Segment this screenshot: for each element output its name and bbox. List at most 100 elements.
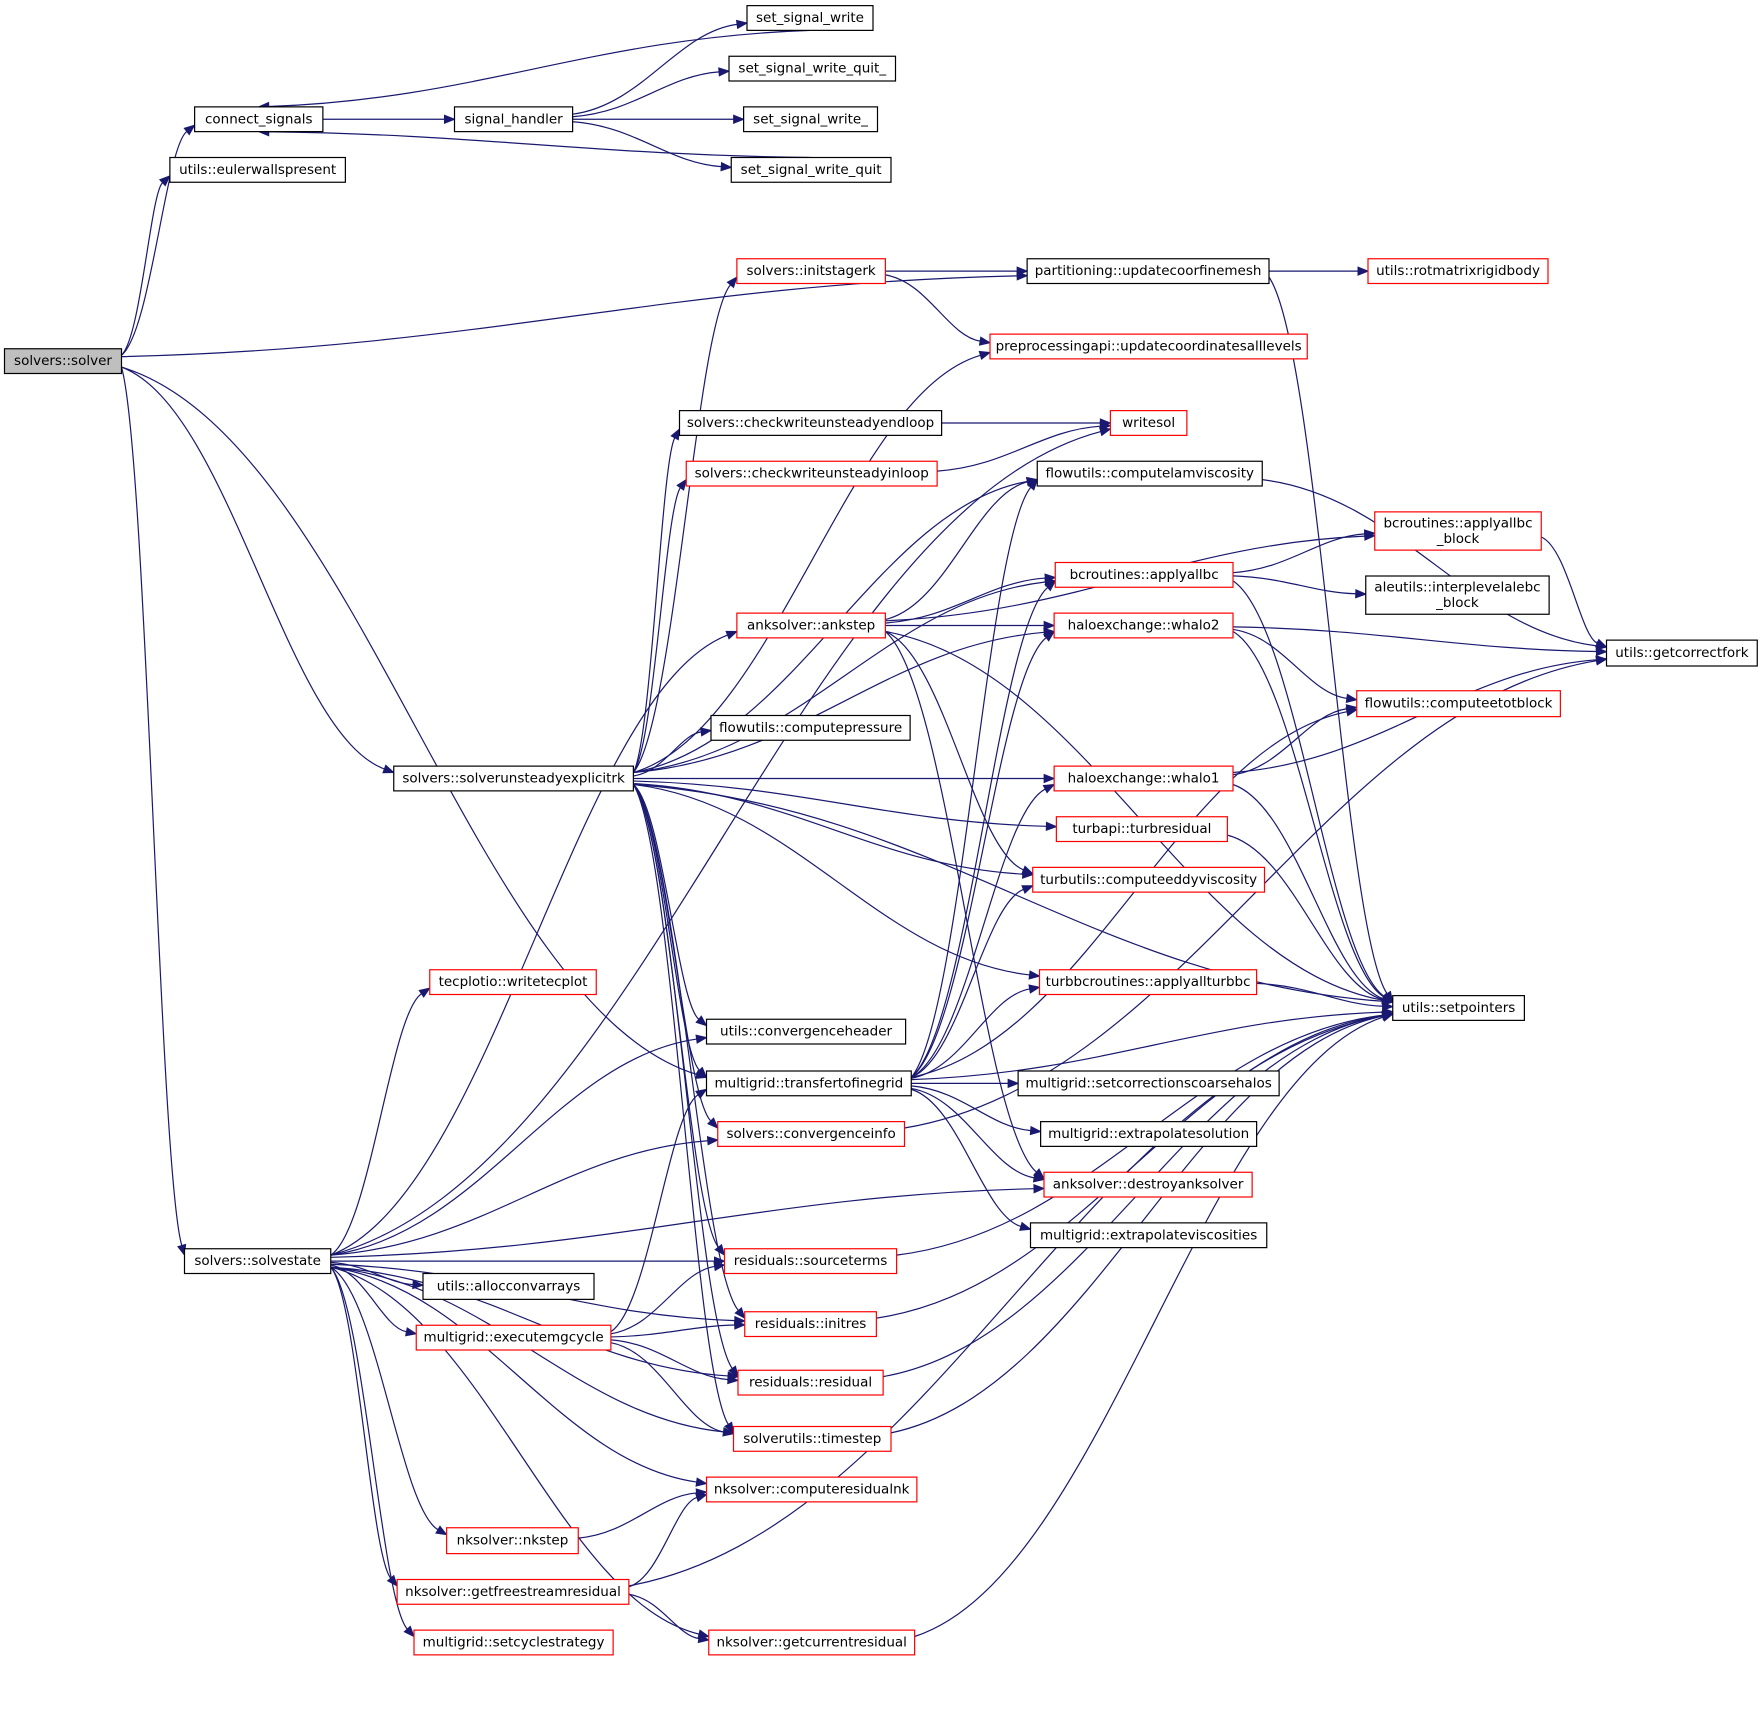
graph-node-ankstep[interactable]: anksolver::ankstep: [736, 612, 886, 639]
graph-node-computeresidualnk[interactable]: nksolver::computeresidualnk: [705, 1476, 918, 1503]
graph-node-executemgcycle[interactable]: multigrid::executemgcycle: [415, 1324, 612, 1351]
edge-line: [610, 1094, 699, 1333]
graph-node-eulerwallspresent[interactable]: utils::eulerwallspresent: [169, 156, 346, 183]
arrowhead-icon: [1594, 638, 1608, 648]
graph-node-extrapolateviscosities[interactable]: multigrid::extrapolateviscosities: [1029, 1222, 1268, 1249]
node-box: [685, 460, 938, 487]
graph-node-set-signal-write-quit-[interactable]: set_signal_write_quit_: [728, 55, 897, 82]
node-box: [1053, 612, 1234, 639]
graph-node-set-signal-write-[interactable]: set_signal_write_: [743, 106, 879, 133]
graph-node-convergenceinfo[interactable]: solvers::convergenceinfo: [717, 1121, 906, 1147]
node-box: [705, 1476, 918, 1503]
graph-node-getcurrentresidual[interactable]: nksolver::getcurrentresidual: [708, 1629, 916, 1656]
graph-node-transfertofinegrid[interactable]: multigrid::transfertofinegrid: [705, 1070, 912, 1097]
graph-node-allocconvarrays[interactable]: utils::allocconvarrays: [422, 1272, 595, 1300]
edge-line: [633, 731, 702, 777]
edge-line: [632, 784, 739, 1311]
arrowhead-icon: [725, 630, 739, 640]
graph-node-sourceterms[interactable]: residuals::sourceterms: [723, 1248, 898, 1275]
graph-node-connect-signals[interactable]: connect_signals: [194, 106, 324, 133]
graph-node-extrapolatesolution[interactable]: multigrid::extrapolatesolution: [1040, 1121, 1258, 1147]
graph-node-applyallturbbc[interactable]: turbbcroutines::applyallturbbc: [1038, 969, 1258, 996]
graph-node-computeeddyviscosity[interactable]: turbutils::computeeddyviscosity: [1032, 866, 1266, 893]
edge-line: [911, 1085, 1031, 1132]
graph-node-computelamviscosity[interactable]: flowutils::computelamviscosity: [1036, 460, 1263, 487]
graph-node-timestep[interactable]: solverutils::timestep: [732, 1425, 892, 1452]
graph-node-nkstep[interactable]: nksolver::nkstep: [446, 1527, 579, 1555]
graph-node-set-signal-write[interactable]: set_signal_write: [746, 5, 874, 31]
graph-node-destroyanksolver[interactable]: anksolver::destroyanksolver: [1043, 1171, 1253, 1198]
edge-transfertofinegrid-to-applyallbc: [910, 579, 1057, 1078]
graph-node-setcorrectionscoarsehalos[interactable]: multigrid::setcorrectionscoarsehalos: [1017, 1070, 1280, 1097]
graph-node-checkwriteunsteadyinloop[interactable]: solvers::checkwriteunsteadyinloop: [685, 460, 938, 487]
edge-line: [633, 783, 1383, 1002]
graph-node-solverunsteadyexplicitrk[interactable]: solvers::solverunsteadyexplicitrk: [393, 765, 634, 792]
arrowhead-icon: [412, 1279, 425, 1290]
arrowhead-icon: [1021, 885, 1035, 895]
graph-node-setpointers[interactable]: utils::setpointers: [1392, 995, 1525, 1021]
edge-line: [121, 182, 164, 356]
node-box: [1356, 690, 1561, 718]
graph-node-residual[interactable]: residuals::residual: [737, 1369, 884, 1396]
graph-node-computepressure[interactable]: flowutils::computepressure: [710, 714, 911, 741]
graph-node-getfreestreamresidual[interactable]: nksolver::getfreestreamresidual: [396, 1578, 630, 1605]
edge-solvestate-to-destroyanksolver: [330, 1183, 1046, 1258]
arrowhead-icon: [1016, 266, 1029, 276]
graph-node-initstagerk[interactable]: solvers::initstagerk: [736, 258, 886, 285]
graph-node-solvestate[interactable]: solvers::solvestate: [183, 1248, 332, 1275]
node-label: turbbcroutines::applyallturbbc: [1046, 974, 1251, 990]
edge-line: [610, 1324, 735, 1338]
graph-node-whalo1[interactable]: haloexchange::whalo1: [1053, 765, 1234, 792]
edge-transfertofinegrid-to-setcorrectionscoarsehalos: [911, 1078, 1020, 1089]
node-label: multigrid::executemgcycle: [423, 1330, 603, 1346]
edge-signal-handler-to-set-signal-write: [572, 19, 749, 115]
edge-signal-handler-to-set-signal-write-quit-: [572, 67, 731, 118]
arrowhead-icon: [1345, 707, 1359, 717]
edge-computelamviscosity-to-getcorrectfork: [1262, 479, 1608, 651]
graph-node-updatecoordinatesalllevels[interactable]: preprocessingapi::updatecoordinatesallle…: [989, 333, 1308, 360]
graph-node-checkwriteunsteadyendloop[interactable]: solvers::checkwriteunsteadyendloop: [678, 410, 943, 436]
edge-solverunsteadyexplicitrk-to-residual: [632, 784, 739, 1378]
graph-node-turbresidual[interactable]: turbapi::turbresidual: [1055, 816, 1228, 843]
node-box: [728, 55, 897, 82]
graph-node-getcorrectfork[interactable]: utils::getcorrectfork: [1605, 639, 1758, 667]
edge-solverunsteadyexplicitrk-to-setpointers: [633, 783, 1395, 1006]
graph-node-applyallbc-block[interactable]: bcroutines::applyallbc_block: [1374, 511, 1542, 551]
edge-line: [1268, 276, 1388, 995]
node-box: [723, 1248, 898, 1275]
graph-node-computeetotblock[interactable]: flowutils::computeetotblock: [1356, 690, 1561, 718]
edge-applyallbc-block-to-getcorrectfork: [1540, 536, 1608, 648]
graph-node-initres[interactable]: residuals::initres: [744, 1311, 877, 1338]
node-label: solvers::initstagerk: [747, 263, 876, 279]
node-box: [1605, 639, 1758, 667]
graph-node-whalo2[interactable]: haloexchange::whalo2: [1053, 612, 1234, 639]
graph-node-interplevelalebc-block[interactable]: aleutils::interplevelalebc_block: [1365, 575, 1550, 615]
graph-node-writetecplot[interactable]: tecplotio::writetecplot: [429, 969, 597, 996]
graph-node-applyallbc[interactable]: bcroutines::applyallbc: [1054, 561, 1234, 588]
edge-line: [572, 23, 738, 115]
graph-node-writesol[interactable]: writesol: [1109, 410, 1188, 436]
arrowhead-icon: [1044, 579, 1057, 592]
edge-line: [911, 711, 1348, 1078]
graph-node-convergenceheader[interactable]: utils::convergenceheader: [705, 1018, 907, 1045]
graph-node-solver[interactable]: solvers::solver: [3, 348, 123, 375]
node-label: solvers::checkwriteunsteadyendloop: [687, 415, 934, 431]
edge-line: [572, 121, 722, 168]
node-box: [415, 1324, 612, 1351]
edge-solverunsteadyexplicitrk-to-checkwriteunsteadyinloop: [632, 478, 688, 773]
graph-node-rotmatrixrigidbody[interactable]: utils::rotmatrixrigidbody: [1367, 258, 1549, 285]
edge-executemgcycle-to-transfertofinegrid: [610, 1088, 708, 1333]
graph-node-set-signal-write-quit[interactable]: set_signal_write_quit: [730, 156, 892, 183]
edge-line: [330, 1038, 697, 1256]
edge-transfertofinegrid-to-computeeddyviscosity: [911, 885, 1035, 1078]
arrowhead-icon: [1364, 531, 1377, 541]
edge-getfreestreamresidual-to-computeresidualnk: [628, 1493, 708, 1588]
node-label: flowutils::computepressure: [719, 720, 902, 736]
node-label: solvers::solverunsteadyexplicitrk: [402, 771, 625, 787]
graph-node-updatecoorfinemesh[interactable]: partitioning::updatecoorfinemesh: [1026, 258, 1270, 285]
graph-node-signal-handler[interactable]: signal_handler: [453, 106, 574, 133]
graph-node-setcyclestrategy[interactable]: multigrid::setcyclestrategy: [413, 1629, 614, 1656]
edge-line: [610, 1342, 724, 1433]
edge-line: [632, 784, 700, 1020]
edge-line: [885, 481, 1028, 621]
